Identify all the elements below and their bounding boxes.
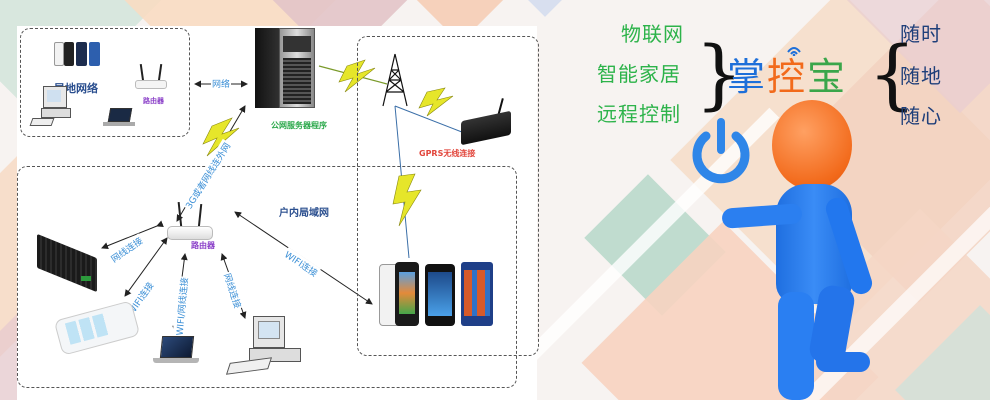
gprs-label: GPRS无线连接	[419, 149, 476, 158]
slogan-anytime: 随时	[900, 22, 942, 46]
slogan-remote-control: 远程控制	[597, 102, 681, 126]
remote-router-icon	[135, 63, 167, 92]
power-button-icon[interactable]	[690, 116, 752, 188]
wifi-signal-icon	[787, 47, 801, 56]
server-tower-icon	[255, 28, 317, 110]
gprs-box	[357, 36, 539, 356]
home-router-label: 路由器	[191, 241, 215, 250]
cell-tower-icon	[379, 52, 411, 108]
home-router-icon	[167, 201, 213, 242]
laptop-icon	[153, 336, 199, 366]
3d-person-figure	[720, 96, 880, 400]
brand-logo: 掌控宝	[727, 46, 847, 101]
remote-desktop-pc-icon	[29, 86, 73, 130]
remote-laptop-icon	[103, 108, 135, 128]
figure-head	[772, 100, 852, 190]
slogan-as-you-wish: 随心	[900, 104, 942, 128]
remote-router-label: 路由器	[143, 97, 164, 105]
right-brace: }	[695, 29, 744, 118]
controller-box-icon	[33, 233, 101, 293]
slogan-anywhere: 随地	[900, 64, 942, 88]
brand-char-3: 宝	[807, 55, 848, 99]
smart-power-strip-icon	[53, 300, 141, 356]
remote-to-server-link-label: 网络	[211, 77, 232, 90]
network-diagram-panel: 异地网络 路由器 网络 公网服务器程序 3G或者网线连外网 GPRS无线连接 户…	[17, 26, 539, 400]
server-label: 公网服务器程序	[271, 121, 327, 130]
brand-char-1: 掌	[727, 55, 768, 99]
slogan-smart-home: 智能家居	[597, 62, 681, 86]
smartphones-group-icon	[379, 262, 495, 328]
figure-foot-right	[816, 352, 870, 372]
desktop-pc-icon	[225, 316, 309, 376]
home-lan-title: 户内局域网	[279, 208, 329, 219]
gprs-modem-icon	[461, 98, 517, 146]
remote-network-box	[20, 28, 190, 137]
brand-char-2: 控	[767, 55, 808, 99]
smartphones-icon	[54, 40, 102, 68]
home-lan-box	[17, 166, 517, 388]
figure-leg-left	[778, 292, 814, 400]
slogan-iot: 物联网	[621, 22, 684, 46]
left-brace: {	[868, 29, 917, 118]
